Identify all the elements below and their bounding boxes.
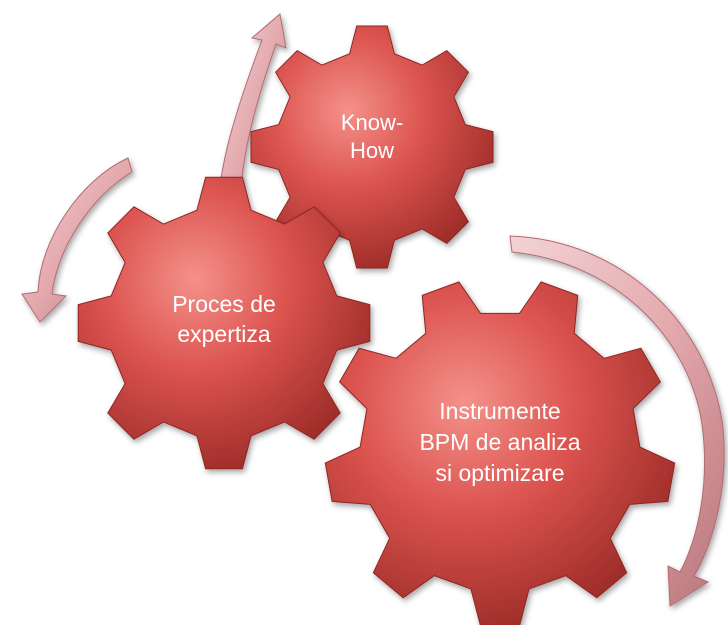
gear-label-proces-de-expertiza: Proces de expertiza [172,291,276,347]
gear-proces-de-expertiza: Proces de expertiza [77,176,371,470]
arrow-left-curve-arrow-icon [21,157,133,323]
gear-label-line: Instrumente [439,398,560,424]
gear-label-line: BPM de analiza [419,429,580,455]
arrow-right-curve-arrow-icon [509,235,725,607]
gear-know-how: Know- How [250,25,494,269]
gear-shape [250,25,494,269]
gear-label-know-how: Know- How [341,110,403,163]
gear-label-line: expertiza [177,321,271,347]
gear-shape [77,176,371,470]
gear-label-line: Proces de [172,291,276,317]
gear-label-line: si optimizare [435,460,564,486]
gear-shape [324,281,676,625]
gear-label-line: Know- [341,110,403,135]
gear-label-line: How [350,138,394,163]
